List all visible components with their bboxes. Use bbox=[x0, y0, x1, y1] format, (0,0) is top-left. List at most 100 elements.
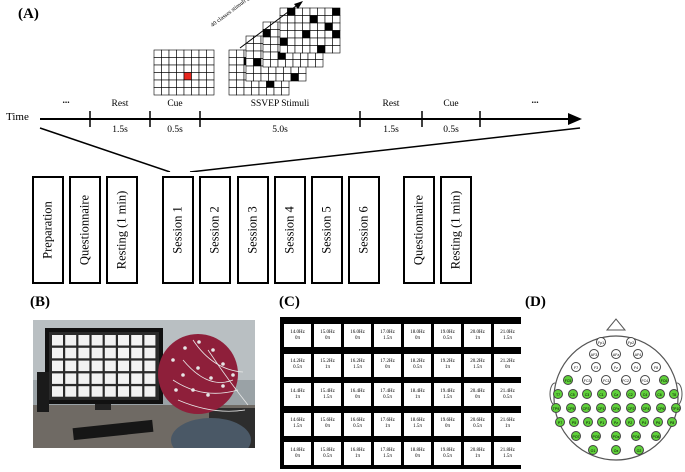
stimulus-cell bbox=[315, 59, 324, 68]
electrode-fc3: FC3 bbox=[582, 375, 593, 385]
keyboard bbox=[72, 419, 154, 441]
stimulus-phase: 0π bbox=[354, 335, 361, 341]
protocol-box-resting-2: Resting (1 min) bbox=[440, 176, 472, 284]
electrode-cpz: CPz bbox=[611, 403, 621, 413]
stimulus-phase: 0π bbox=[324, 335, 331, 341]
stimulus-stack bbox=[228, 7, 341, 96]
stimulus-frequency: 16.6Hz bbox=[350, 418, 365, 423]
stimulus-cell bbox=[270, 44, 279, 53]
stimulus-cell bbox=[294, 37, 303, 46]
cue-cell bbox=[161, 57, 170, 66]
stimulus-phase: 0π bbox=[504, 365, 511, 370]
cue-cell bbox=[168, 72, 177, 81]
stimulus-cell bbox=[243, 87, 252, 96]
electrode-p7: P7 bbox=[555, 417, 565, 427]
stimulus-phase: 1.5π bbox=[503, 453, 512, 459]
stimulus-frequency: 19.2Hz bbox=[440, 359, 455, 364]
stimulus-cell bbox=[262, 44, 271, 53]
stimulus-cell bbox=[332, 45, 341, 54]
stimulus-frequency: 15.2Hz bbox=[320, 359, 335, 364]
stimulus-frequency: 16.0Hz bbox=[350, 329, 365, 335]
stimulus-phase: 1π bbox=[354, 453, 361, 459]
cue-cell bbox=[198, 79, 207, 88]
electrode-c1: C1 bbox=[596, 389, 607, 399]
cue-cell bbox=[183, 79, 192, 88]
stimulus-cell bbox=[287, 37, 296, 46]
protocol-box-questionnaire-2: Questionnaire bbox=[403, 176, 435, 284]
stimulus-frequency: 19.0Hz bbox=[440, 329, 455, 335]
stimulus-phase: 1π bbox=[474, 453, 481, 459]
cue-cell bbox=[206, 64, 215, 73]
electrode-cp2: CP2 bbox=[626, 403, 636, 413]
panel-label-d: (D) bbox=[525, 294, 546, 310]
electrode-fc2: FC2 bbox=[620, 375, 631, 385]
stimulus-cell bbox=[309, 22, 318, 31]
stimulus-cell bbox=[324, 15, 333, 24]
stimulus-cell bbox=[262, 36, 271, 45]
cue-cell bbox=[198, 87, 207, 96]
cue-cell bbox=[168, 79, 177, 88]
stimulus-cell bbox=[279, 37, 288, 46]
stimulus-frequency: 20.6Hz bbox=[470, 418, 485, 423]
stimuli-arrow-head bbox=[294, 1, 303, 9]
stimulus-phase: 1.5π bbox=[383, 453, 392, 459]
stimulus-cell bbox=[236, 87, 245, 96]
cue-cell bbox=[153, 57, 162, 66]
stimulus-phase: 1π bbox=[414, 394, 421, 400]
timeline-segment-name-3: Cue bbox=[167, 99, 183, 109]
stimulus-cell bbox=[245, 73, 254, 82]
zoom-line-left bbox=[39, 127, 171, 172]
stimulus-cell bbox=[281, 87, 290, 96]
stimulus-cell bbox=[287, 15, 296, 24]
stimulus-cell bbox=[253, 50, 262, 59]
stimulus-cell bbox=[317, 30, 326, 39]
stimulus-frequency: 21.6Hz bbox=[500, 418, 515, 423]
cue-cell bbox=[183, 64, 192, 73]
electrode-c2: C2 bbox=[625, 389, 636, 399]
timeline-ticks bbox=[89, 111, 481, 127]
stimulus-frequency: 20.4Hz bbox=[470, 388, 485, 394]
stimulus-cell bbox=[287, 22, 296, 31]
stimulus-cell bbox=[277, 59, 286, 68]
stimulus-cell bbox=[251, 87, 260, 96]
timeline-segment-duration-2: 1.5s bbox=[112, 125, 128, 135]
stimulus-phase: 1π bbox=[294, 394, 301, 400]
stimulus-cell bbox=[262, 29, 271, 38]
head-nose bbox=[605, 318, 627, 331]
cue-cell bbox=[183, 57, 192, 66]
stimulus-cell bbox=[279, 45, 288, 54]
stimulus-cell bbox=[260, 73, 269, 82]
electrode-p8: P8 bbox=[667, 417, 677, 427]
stimulus-cell bbox=[324, 45, 333, 54]
stimulus-cell bbox=[270, 59, 279, 68]
stimulus-phase: 1.5π bbox=[383, 335, 392, 341]
stimulus-cell bbox=[262, 59, 271, 68]
stimulus-frequency: 20.2Hz bbox=[470, 359, 485, 364]
stimulus-cell bbox=[253, 65, 262, 74]
stimulus-phase: 0π bbox=[384, 365, 391, 370]
stimulus-cell bbox=[245, 43, 254, 52]
electrode-fc4: FC4 bbox=[639, 375, 650, 385]
stimulus-cell bbox=[287, 45, 296, 54]
experiment-photo bbox=[33, 320, 255, 448]
cue-cell bbox=[161, 64, 170, 73]
stimulus-frequency: 15.4Hz bbox=[320, 388, 335, 394]
stimulus-frequency: 19.6Hz bbox=[440, 418, 455, 423]
stimulus-frequency: 21.4Hz bbox=[500, 388, 515, 394]
electrode-o2: O2 bbox=[634, 445, 644, 455]
electrode-f4: F4 bbox=[631, 362, 641, 372]
electrode-po8: PO8 bbox=[651, 431, 661, 441]
timeline-segment-duration-4: 5.0s bbox=[272, 125, 288, 135]
